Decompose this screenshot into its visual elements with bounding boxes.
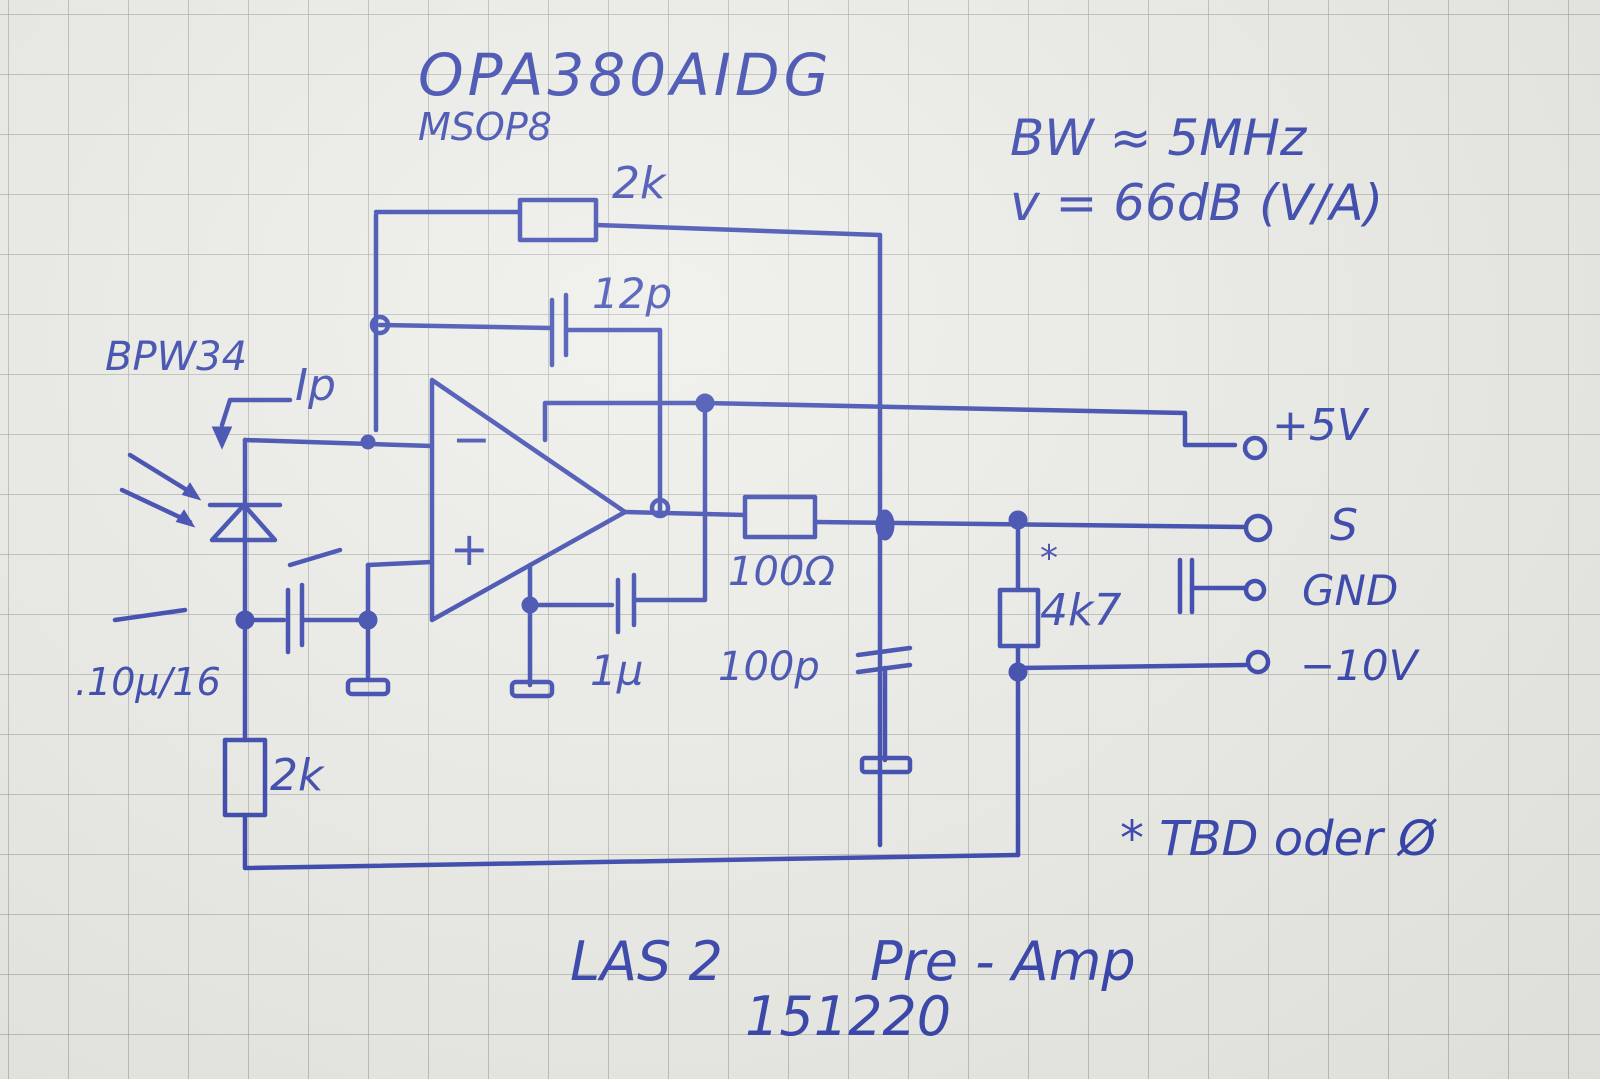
photodiode-branch xyxy=(112,397,1021,871)
negative-supply-wire xyxy=(1015,662,1248,671)
crossed-out-polarity xyxy=(287,547,343,568)
output-wire-to-100r xyxy=(622,509,748,518)
pin-s-label: S xyxy=(1330,500,1358,551)
cap-12p-right-wire xyxy=(563,327,663,513)
footer-project-label: LAS 2 xyxy=(570,930,723,993)
current-arrow-head xyxy=(211,426,233,450)
output-resistor-label: 100Ω xyxy=(728,549,835,595)
decoupling-network xyxy=(509,393,1238,699)
connector-pins xyxy=(1242,435,1273,675)
cap-12p-left-wire xyxy=(377,322,553,331)
pin-gnd-terminal xyxy=(1243,578,1267,602)
tbd-note: * TBD oder Ø xyxy=(1120,811,1437,867)
bias-resistor-symbol xyxy=(222,737,268,818)
cap-100p-plate-top xyxy=(855,645,913,658)
supply-wire-to-5v xyxy=(702,400,1238,448)
pin-neg10v-terminal xyxy=(1245,649,1271,675)
opamp-noninverting-label: + xyxy=(450,522,489,576)
gain-spec: v = 66dB (V/A) xyxy=(1010,174,1383,232)
pin-5v-terminal xyxy=(1242,435,1268,461)
junction-dot-inverting xyxy=(360,434,376,450)
pin-neg10v-label: −10V xyxy=(1300,641,1421,690)
pin-5v-label: +5V xyxy=(1272,400,1370,451)
feedback-wire-right-to-output-node xyxy=(593,222,883,848)
junction-dot-output xyxy=(649,497,671,519)
light-ray-1-arrow xyxy=(181,482,202,501)
output-resistor-symbol xyxy=(742,494,818,540)
ground-symbol-mid xyxy=(509,679,555,699)
photodiode-label: BPW34 xyxy=(105,334,247,380)
feedback-network xyxy=(369,197,883,848)
photocurrent-label: Ip xyxy=(295,360,336,411)
opamp-ground-pin-wire xyxy=(527,562,615,608)
load-resistor-marker: * xyxy=(1040,538,1058,579)
opamp-inverting-label: − xyxy=(452,412,491,466)
footer-board-label: Pre - Amp xyxy=(870,930,1136,993)
feedback-capacitor-label: 12p xyxy=(592,269,672,318)
junction-dot-feedback xyxy=(369,314,391,336)
feedback-resistor-symbol xyxy=(517,197,599,243)
package-label: MSOP8 xyxy=(418,105,552,149)
cap-1u-right-wire xyxy=(631,400,708,603)
part-number-label: OPA380AIDG xyxy=(418,41,833,109)
pin-s-terminal xyxy=(1243,513,1273,543)
noninverting-input-wire xyxy=(365,559,435,568)
load-resistor-label: 4k7 xyxy=(1040,585,1121,636)
inverting-input-wire xyxy=(242,437,435,449)
bias-resistor-label: 2k xyxy=(270,750,325,801)
bottom-return-wire xyxy=(242,812,1021,871)
bandwidth-spec: BW ≈ 5MHz xyxy=(1010,109,1308,167)
light-ray-2-arrow xyxy=(175,509,196,528)
light-ray-1 xyxy=(127,452,198,498)
footer-date-label: 151220 xyxy=(745,985,951,1048)
photodiode-triangle xyxy=(209,502,278,543)
junction-dot-signal xyxy=(875,509,895,541)
opamp-supply-pin-wire xyxy=(542,400,703,443)
ground-symbol-left xyxy=(345,677,391,697)
crossed-out-mark xyxy=(112,607,188,623)
decoupling-cap-label: 1µ xyxy=(590,646,643,695)
light-ray-2 xyxy=(119,487,193,525)
ground-symbol-right xyxy=(859,755,913,775)
bias-capacitor-label: .10µ/16 xyxy=(75,660,221,704)
output-stage xyxy=(622,494,1248,858)
pin-gnd-label: GND xyxy=(1302,566,1398,615)
current-arrow-stem xyxy=(219,397,293,428)
noninverting-branch xyxy=(242,547,435,697)
output-capacitor-label: 100p xyxy=(718,644,820,690)
feedback-resistor-label: 2k xyxy=(612,158,667,209)
load-resistor-symbol xyxy=(997,587,1041,649)
